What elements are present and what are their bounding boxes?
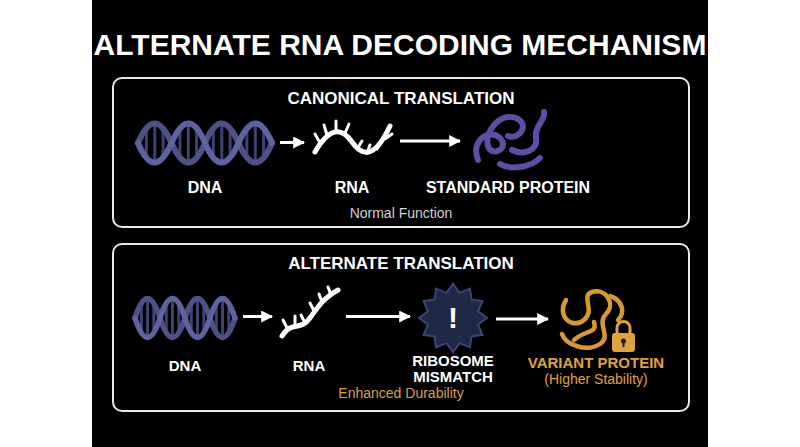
process-node: RNA [312,120,392,164]
panel-note: Normal Function [350,205,453,222]
diagram-title: ALTERNATE RNA DECODING MECHANISM [92,27,708,63]
rna-strand [315,121,392,153]
node-label: RIBOSOME MISMATCH [388,353,518,385]
rna-strand [282,287,338,336]
dna-helix [138,123,272,163]
protein-fold [476,112,544,167]
panel-heading: ALTERNATE TRANSLATION [288,254,514,274]
panel-box: ALTERNATE TRANSLATION Enhanced Durability… [112,243,690,412]
mismatch-starburst [419,284,487,352]
process-node: RNA [280,290,338,340]
alert-symbol: ! [448,301,458,335]
flow-arrow [496,318,548,321]
flow-arrow [280,141,304,144]
flow-arrow [243,315,272,318]
flow-arrow [346,315,410,318]
process-node: !RIBOSOME MISMATCH [418,284,488,352]
process-node: VARIANT PROTEIN(Higher Stability) [556,288,636,352]
node-label: RNA [335,178,370,197]
lock-symbol [612,322,635,353]
panel-note: Enhanced Durability [338,385,463,402]
panel-box: CANONICAL TRANSLATION Normal Function DNA R… [112,77,690,228]
node-sublabel: (Higher Stability) [544,371,647,388]
process-node: DNA [135,293,235,343]
panel-heading: CANONICAL TRANSLATION [288,89,515,109]
process-node: DNA [138,118,272,168]
node-label: DNA [188,178,223,197]
dna-helix [135,298,235,338]
process-node: STANDARD PROTEIN [468,108,548,172]
node-label: STANDARD PROTEIN [426,178,590,197]
node-label: DNA [169,357,202,375]
flow-arrow [400,140,460,143]
node-label: RNA [293,357,326,375]
node-label: VARIANT PROTEIN [528,354,664,372]
